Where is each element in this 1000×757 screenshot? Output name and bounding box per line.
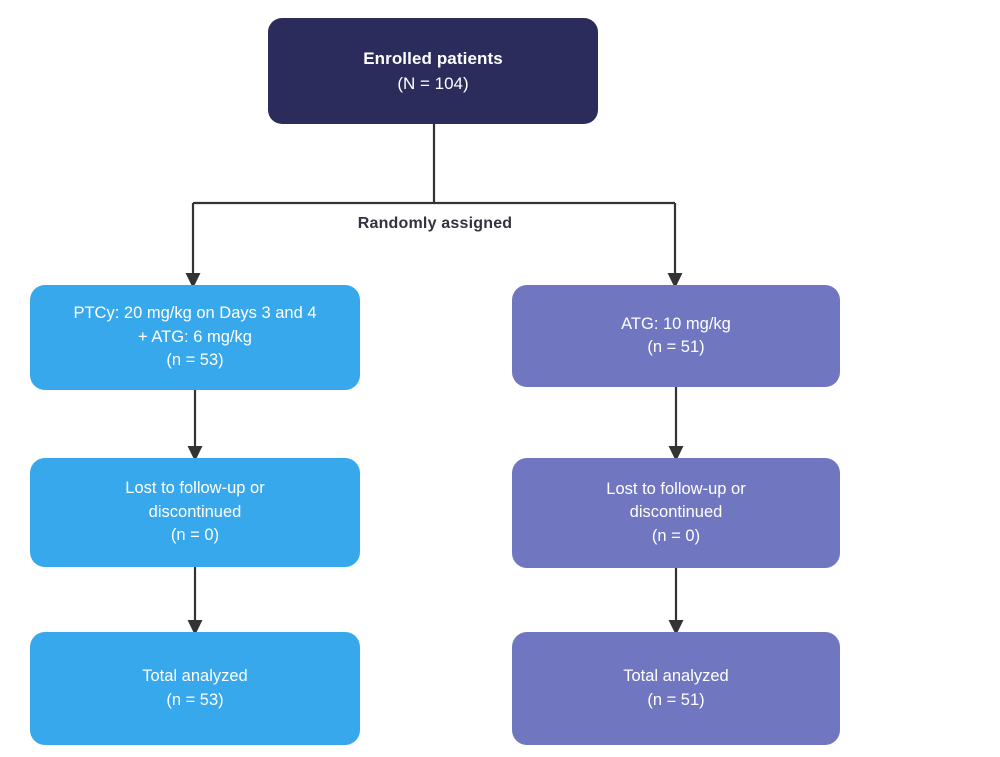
node-enrolled-patients: Enrolled patients (N = 104) [268,18,598,124]
enrolled-patients-title: Enrolled patients [363,48,503,68]
node-right-lost-to-followup: Lost to follow-up or discontinued (n = 0… [512,458,840,568]
left-lost-text: Lost to follow-up or discontinued (n = 0… [125,479,265,545]
right-treatment-text: ATG: 10 mg/kg (n = 51) [621,314,731,356]
right-analyzed-text: Total analyzed (n = 51) [623,667,729,709]
node-left-total-analyzed: Total analyzed (n = 53) [30,632,360,745]
node-right-treatment: ATG: 10 mg/kg (n = 51) [512,285,840,387]
node-left-lost-to-followup: Lost to follow-up or discontinued (n = 0… [30,458,360,567]
right-lost-text: Lost to follow-up or discontinued (n = 0… [606,479,746,545]
left-treatment-text: PTCy: 20 mg/kg on Days 3 and 4 + ATG: 6 … [73,304,317,370]
randomly-assigned-label: Randomly assigned [357,215,513,232]
enrolled-patients-count: (N = 104) [397,74,469,93]
node-right-total-analyzed: Total analyzed (n = 51) [512,632,840,745]
left-analyzed-text: Total analyzed (n = 53) [142,667,248,709]
node-left-treatment: PTCy: 20 mg/kg on Days 3 and 4 + ATG: 6 … [30,285,360,390]
